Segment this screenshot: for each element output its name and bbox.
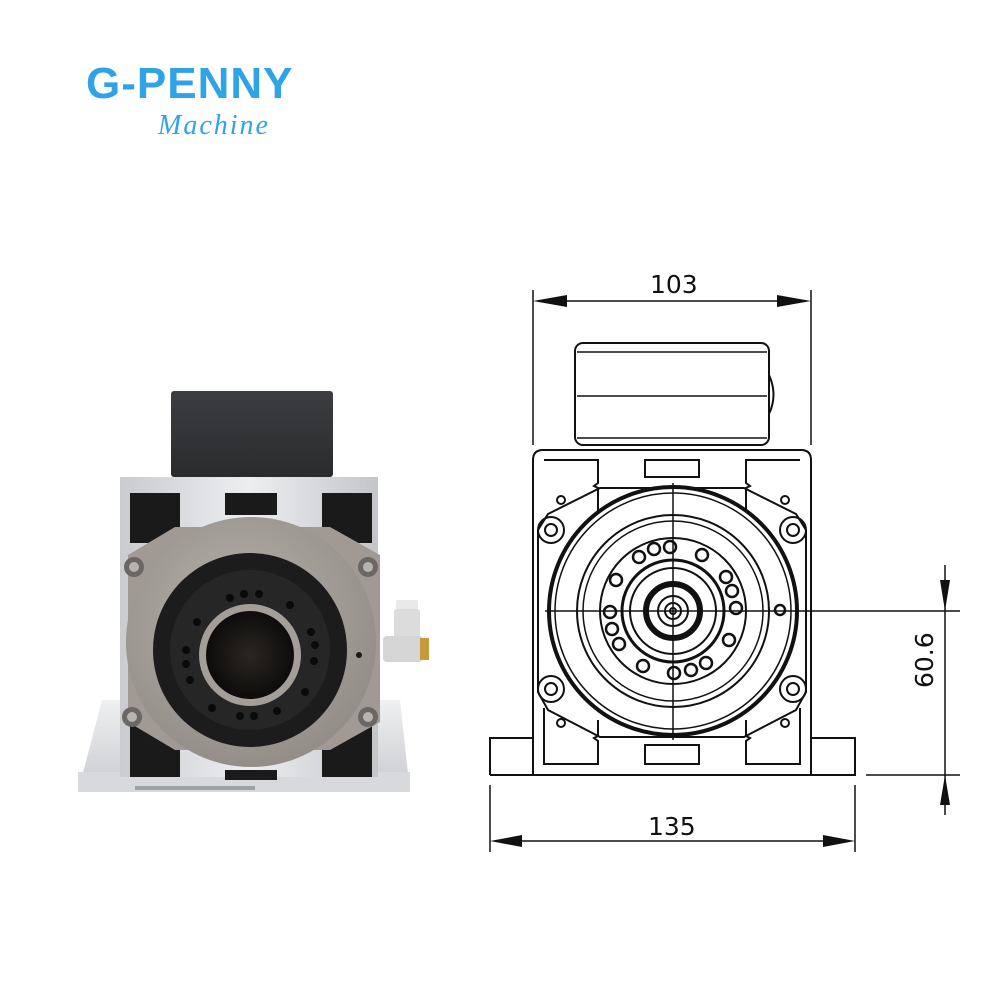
dimension-arrows [490,295,950,847]
mounting-screws [122,557,378,727]
dimension-top-width: 103 [650,270,698,299]
nose-holes [182,590,319,720]
air-fitting [383,600,429,662]
logo-subtitle-text: Machine [158,110,270,141]
dimension-base-width: 135 [648,812,696,841]
logo-brand-text: G-PENNY [86,59,294,108]
brand-logo: G-PENNY Machine [86,62,366,152]
technical-drawing [489,290,960,852]
dimension-center-height: 60.6 [910,632,939,688]
junction-box [171,391,333,477]
spindle-photo [78,391,429,792]
